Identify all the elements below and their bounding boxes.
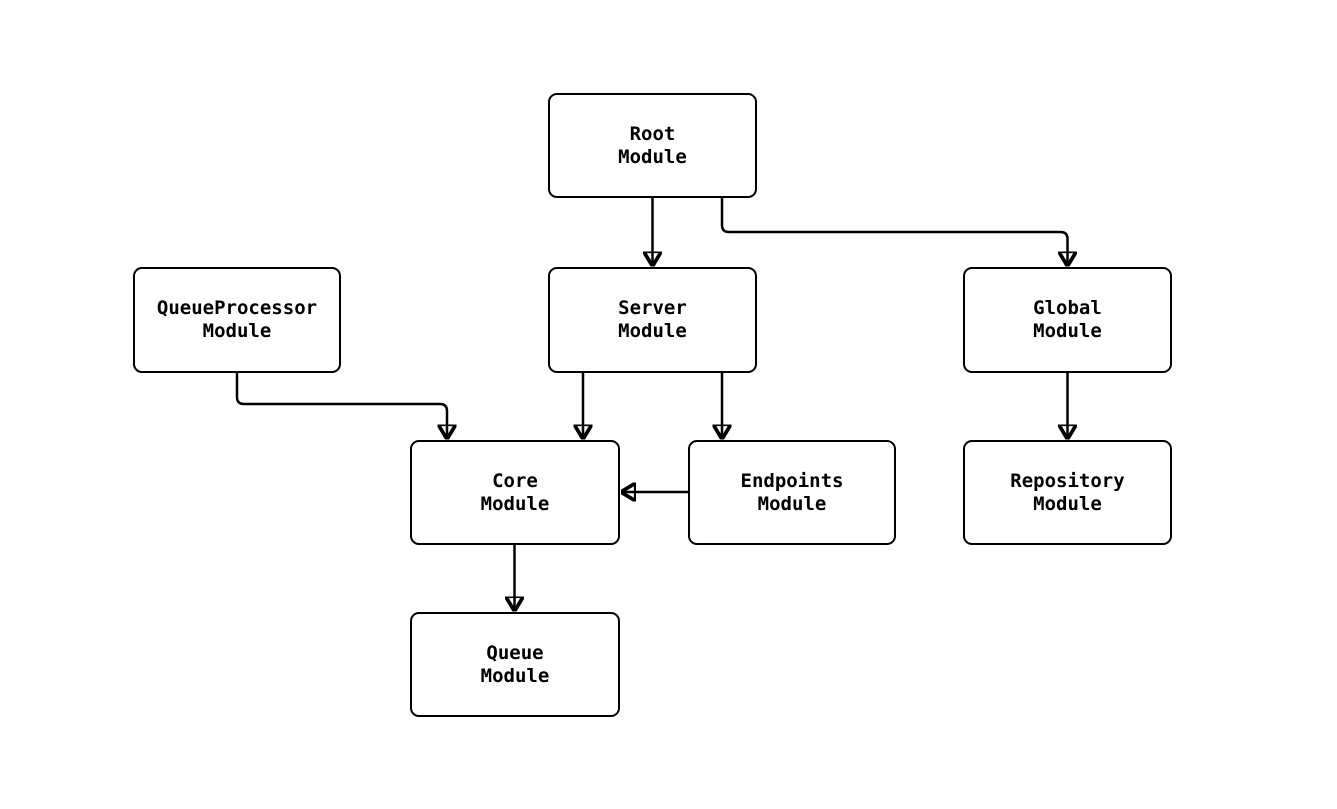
node-global-module: Global Module xyxy=(963,267,1172,373)
node-endpoints-module: Endpoints Module xyxy=(688,440,896,545)
node-label: Queue xyxy=(486,641,544,664)
node-label: Module xyxy=(757,492,827,515)
node-label: Server xyxy=(618,297,687,319)
node-label: Root xyxy=(629,122,676,145)
node-label: Module xyxy=(1033,492,1102,515)
node-label: Module xyxy=(480,664,550,687)
node-label: Core xyxy=(492,469,538,492)
node-queue-module: Queue Module xyxy=(410,612,620,717)
node-label: Module xyxy=(1033,320,1102,342)
edge-root-to-global xyxy=(720,198,1068,266)
node-label: Global xyxy=(1033,297,1102,319)
node-label: Repository xyxy=(1010,469,1125,492)
node-repository-module: Repository Module xyxy=(963,440,1172,545)
node-root-module: Root Module xyxy=(548,93,757,198)
node-label: Module xyxy=(480,492,550,515)
node-label: QueueProcessor xyxy=(156,297,318,319)
node-label: Module xyxy=(202,320,272,342)
node-core-module: Core Module xyxy=(410,440,620,545)
node-server-module: Server Module xyxy=(548,267,757,373)
node-label: Module xyxy=(618,320,687,342)
edge-queueprocessor-to-core xyxy=(235,373,447,439)
node-queueprocessor-module: QueueProcessor Module xyxy=(133,267,341,373)
node-label: Module xyxy=(618,145,687,168)
node-label: Endpoints xyxy=(740,469,844,492)
